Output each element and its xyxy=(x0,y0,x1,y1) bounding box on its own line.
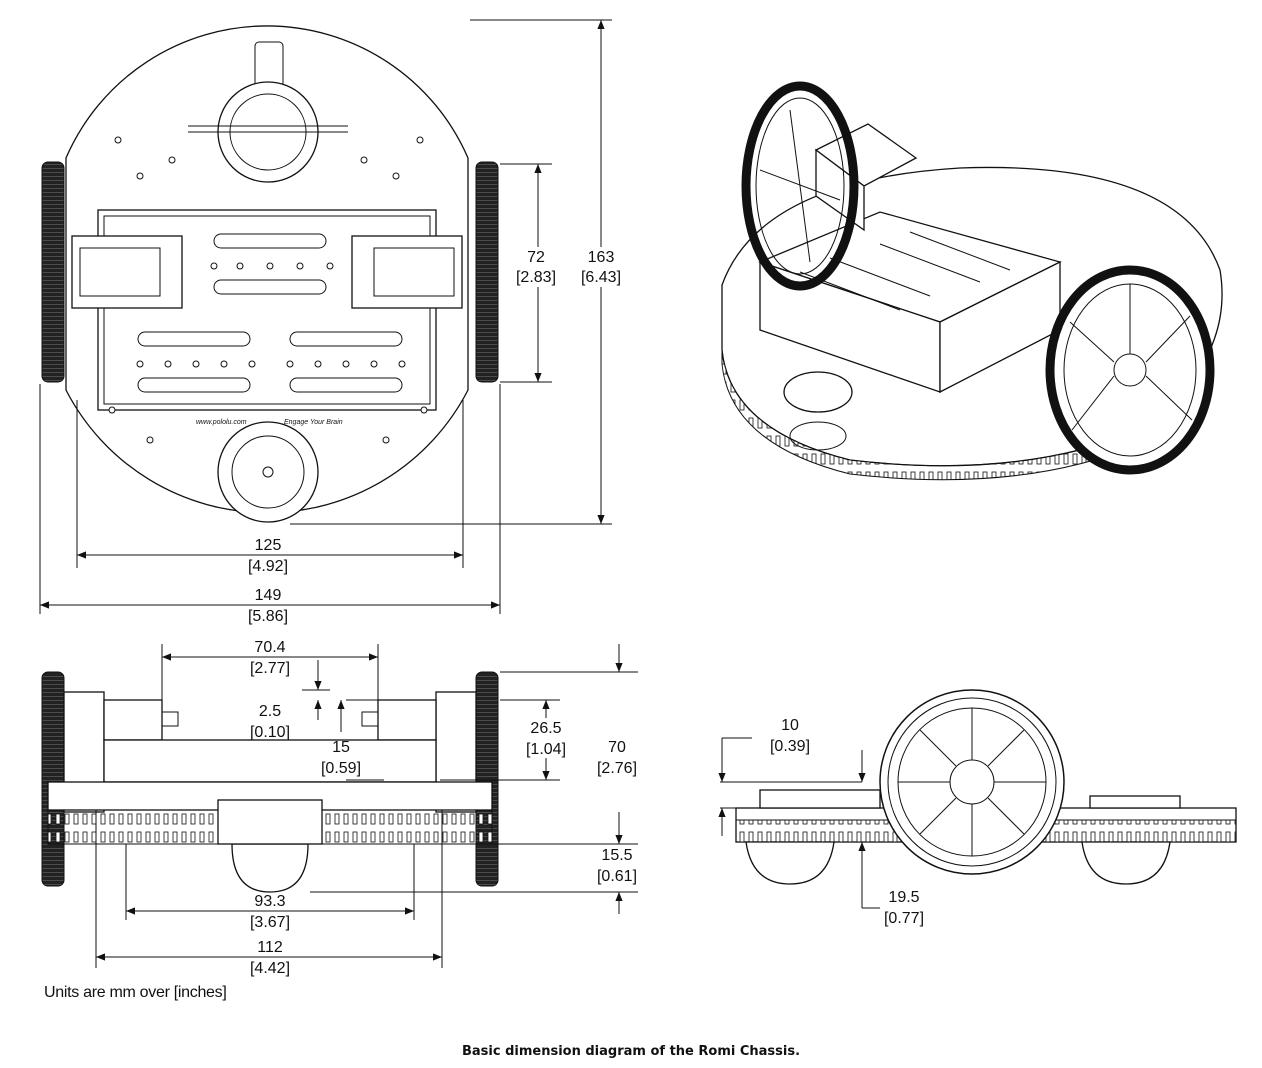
dim-wheel-span-mm: 72 xyxy=(527,249,545,266)
dim-wheel-offset: 19.5 [0.77] xyxy=(884,889,924,927)
dim-total-height: 70 [2.76] xyxy=(597,739,637,777)
dim-motor-span-mm: 70.4 xyxy=(254,639,285,656)
side-rear-caster xyxy=(745,841,835,885)
side-front-caster xyxy=(1081,841,1171,885)
dim-plate-width: 125 [4.92] xyxy=(248,537,288,575)
dim-total-length-in: [6.43] xyxy=(581,269,621,286)
iso-left-wheel xyxy=(741,81,859,291)
dim-ground-clearance-in: [0.61] xyxy=(597,868,637,885)
dim-deck-height-in: [0.39] xyxy=(770,738,810,755)
dim-inner-width: 93.3 [3.67] xyxy=(250,893,290,931)
left-motor xyxy=(71,235,183,309)
dim-wheel-span-in: [2.83] xyxy=(516,269,556,286)
dim-axle-height-mm: 26.5 xyxy=(530,720,561,737)
dim-motor-offset: 2.5 [0.10] xyxy=(250,703,290,741)
dim-plate-width-in: [4.92] xyxy=(248,558,288,575)
front-right-wheel xyxy=(475,671,499,887)
dim-total-height-mm: 70 xyxy=(608,739,626,756)
dim-base-width-mm: 112 xyxy=(257,939,283,956)
iso-right-wheel xyxy=(1045,265,1215,475)
dim-total-width-mm: 149 xyxy=(255,587,282,604)
dim-motor-offset-in: [0.10] xyxy=(250,724,290,741)
right-motor xyxy=(351,235,463,309)
dim-deck-height-mm: 10 xyxy=(781,717,799,734)
dim-deck-height: 10 [0.39] xyxy=(770,717,810,755)
dim-base-width-in: [4.42] xyxy=(250,960,290,977)
plate-brand-text: www.pololu.com xyxy=(196,419,247,426)
front-left-motor xyxy=(103,699,163,741)
dim-total-length: 163 [6.43] xyxy=(578,247,624,287)
top-view: www.pololu.com Engage Your Brain 72 [2.8… xyxy=(39,19,624,625)
front-left-wheel xyxy=(41,671,65,887)
right-wheel xyxy=(475,161,499,383)
dim-wheel-span: 72 [2.83] xyxy=(514,247,558,287)
dim-axle-height-in: [1.04] xyxy=(526,741,566,758)
dim-plate-width-mm: 125 xyxy=(255,537,282,554)
front-right-motor xyxy=(377,699,437,741)
dim-base-width: 112 [4.42] xyxy=(250,939,290,977)
dim-total-height-in: [2.76] xyxy=(597,760,637,777)
dim-motor-height: 15 [0.59] xyxy=(321,739,361,777)
dim-wheel-offset-mm: 19.5 xyxy=(888,889,919,906)
plate-slogan-text: Engage Your Brain xyxy=(284,419,343,426)
dim-motor-span-in: [2.77] xyxy=(250,660,290,677)
front-view: 70.4 [2.77] 2.5 [0.10] 15 [0.59] 26.5 [1… xyxy=(41,639,638,977)
dim-wheel-offset-in: [0.77] xyxy=(884,910,924,927)
front-caster xyxy=(231,843,309,893)
isometric-view xyxy=(721,81,1223,481)
left-wheel xyxy=(41,161,65,383)
dim-total-length-mm: 163 xyxy=(588,249,615,266)
dim-inner-width-mm: 93.3 xyxy=(254,893,285,910)
dim-motor-height-in: [0.59] xyxy=(321,760,361,777)
figure-caption: Basic dimension diagram of the Romi Chas… xyxy=(461,1044,801,1059)
dim-ground-clearance-mm: 15.5 xyxy=(601,847,632,864)
side-view: 10 [0.39] 19.5 [0.77] xyxy=(718,689,1237,927)
dim-motor-span: 70.4 [2.77] xyxy=(250,639,290,677)
dim-total-width: 149 [5.86] xyxy=(248,587,288,625)
dim-axle-height: 26.5 [1.04] xyxy=(524,718,568,758)
dim-ground-clearance: 15.5 [0.61] xyxy=(597,847,637,885)
mounting-holes xyxy=(108,136,428,444)
dim-total-width-in: [5.86] xyxy=(248,608,288,625)
dim-motor-height-mm: 15 xyxy=(332,739,350,756)
dim-motor-offset-mm: 2.5 xyxy=(259,703,281,720)
iso-caster xyxy=(783,371,853,413)
units-note: Units are mm over [inches] xyxy=(44,984,227,1001)
dim-inner-width-in: [3.67] xyxy=(250,914,290,931)
